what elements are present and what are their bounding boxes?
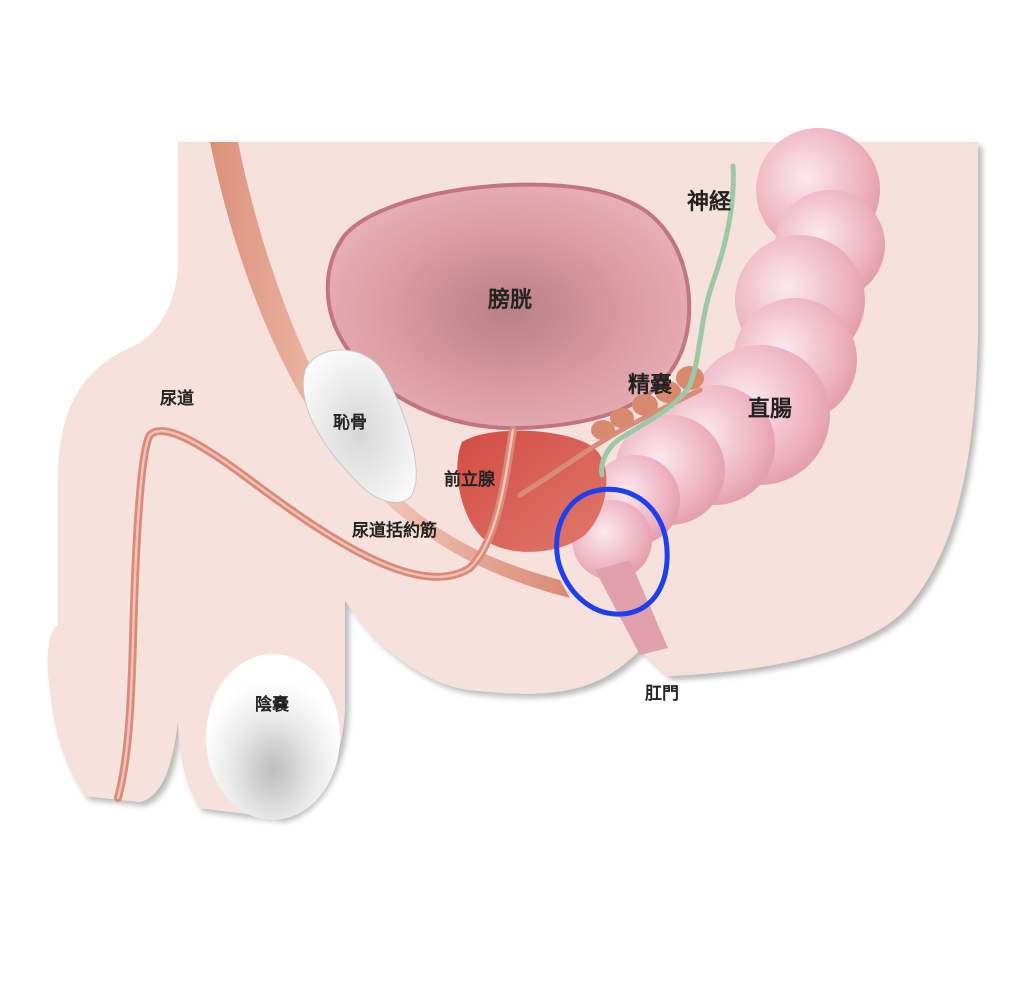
pubic-muscle-band [210,142,570,598]
label-bladder: 膀胱 [488,287,532,313]
scrotum [206,654,340,820]
bladder [325,182,692,431]
label-pubic-bone: 恥骨 [333,413,367,433]
nerve [599,163,736,478]
label-nerve: 神経 [687,189,732,215]
label-urethral-sphincter: 尿道括約筋 [352,520,437,541]
label-anus: 肛門 [645,684,679,704]
label-scrotum: 陰嚢 [255,694,290,715]
highlight-circle [554,486,670,617]
label-seminal-vesicle: 精嚢 [628,372,672,398]
label-urethra: 尿道 [160,388,194,409]
label-rectum: 直腸 [748,396,792,422]
rectum [572,128,885,655]
pubic-bone [302,349,417,503]
label-prostate: 前立腺 [444,469,496,490]
prostate [457,430,607,552]
